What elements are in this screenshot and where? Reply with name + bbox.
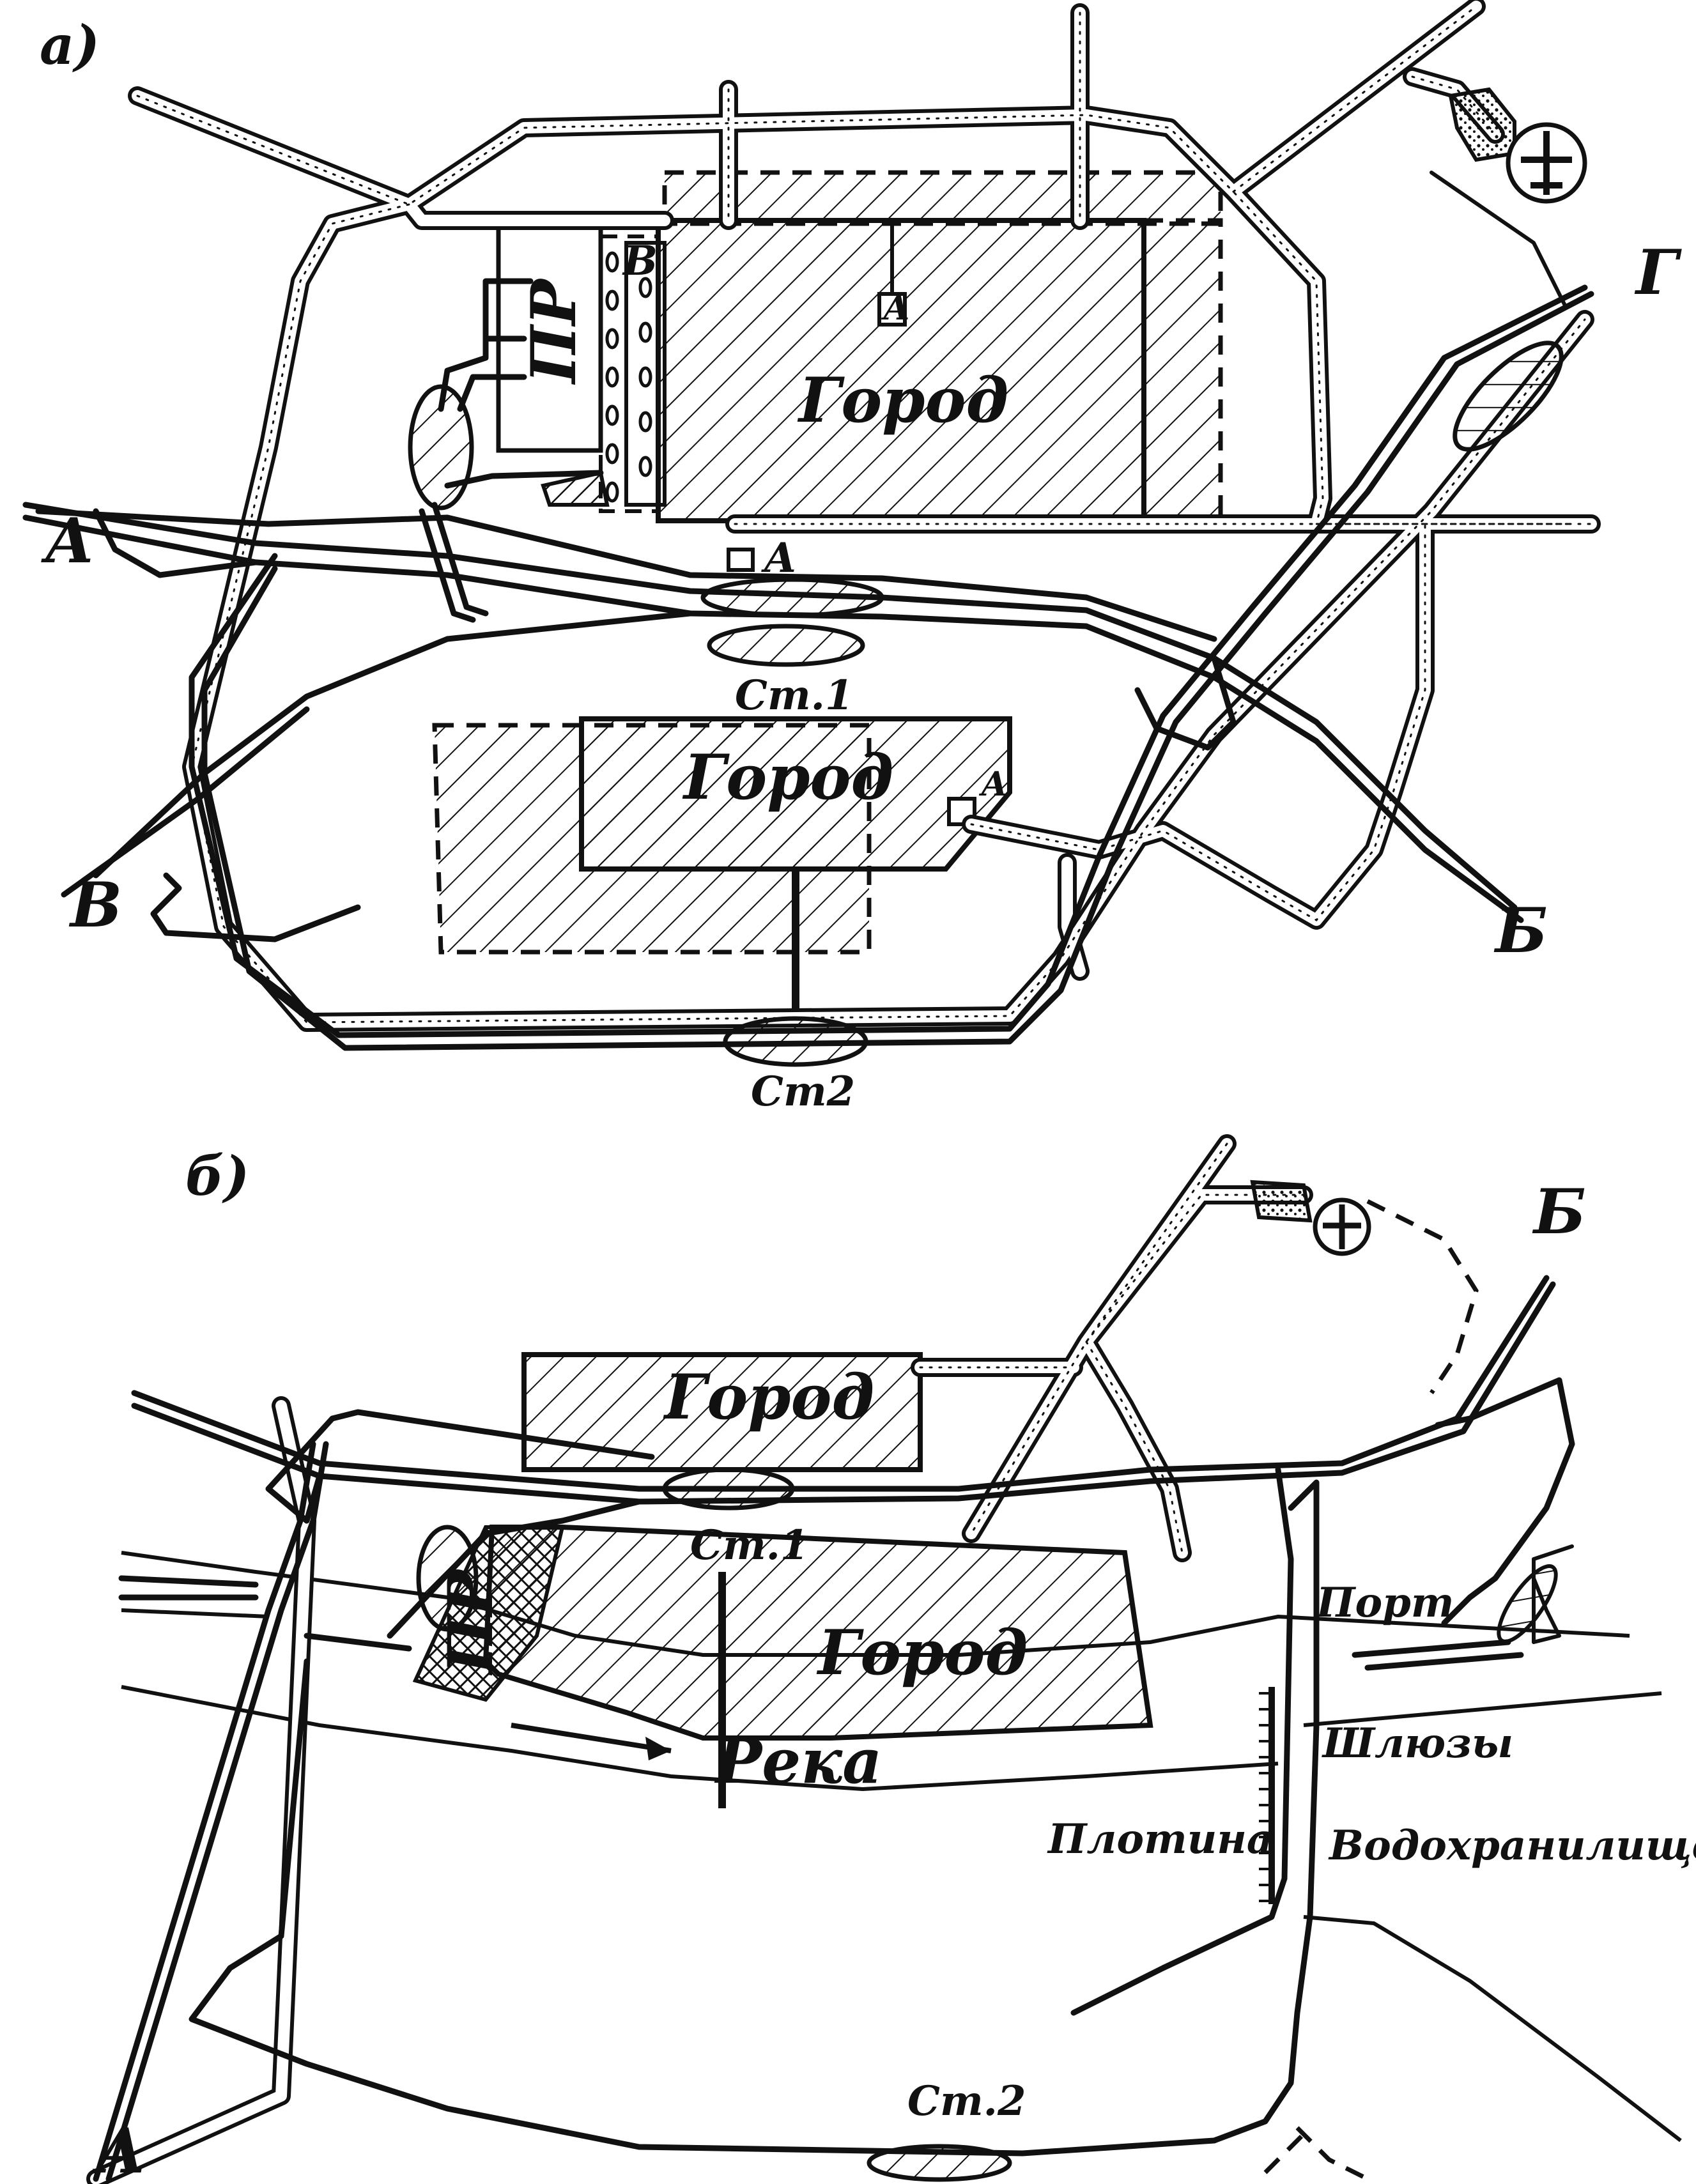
side-channel <box>121 1608 269 1619</box>
station-1-b-label: Ст.1 <box>690 1521 808 1569</box>
port-yard <box>1497 1564 1558 1643</box>
bus-station-south-label: А <box>978 765 1008 804</box>
station-1-yard-lower <box>707 624 865 667</box>
freight-yard-nw <box>408 384 474 511</box>
industrial-zone-label: ПР <box>518 277 590 385</box>
station-2-b-label: Ст.2 <box>907 2077 1026 2125</box>
panel-a-label: а) <box>40 13 100 77</box>
city-north-label: Город <box>797 364 1008 436</box>
road-network-a <box>128 0 1601 1032</box>
locks-label: Шлюзы <box>1322 1719 1513 1767</box>
planned-zone-east <box>1141 218 1223 523</box>
rail-network-a <box>22 284 1594 1051</box>
station-2-b-yard <box>867 2144 1012 2182</box>
city-north-b-label: Город <box>663 1361 874 1433</box>
airport-terminal <box>1448 87 1516 162</box>
depot-triangle <box>541 470 610 507</box>
line-g-label: Г <box>1634 236 1682 309</box>
station-2-label: Ст2 <box>751 1068 855 1116</box>
reservoir-north-shore <box>1303 1691 1662 1727</box>
port-label: Порт <box>1315 1579 1454 1627</box>
station-1-b-yard <box>662 1467 795 1511</box>
bus-station-rail <box>727 548 755 572</box>
line-a-label: А <box>41 505 95 577</box>
river-south-bank <box>121 1685 1279 1792</box>
station-1-yard-upper <box>700 577 884 618</box>
airport-terminal-b <box>1250 1180 1313 1223</box>
warehouse-label: В <box>622 237 658 285</box>
line-v-label: В <box>68 869 122 941</box>
river-flow-arrow <box>511 1723 672 1753</box>
panel-b-label: б) <box>185 1144 249 1208</box>
road-network-b <box>86 1134 1313 2184</box>
bus-station-north-label: А <box>881 289 910 328</box>
station-2-yard <box>723 1016 868 1067</box>
city-north-b <box>521 1352 923 1472</box>
planned-zone-north <box>662 170 1223 226</box>
line-b-label: Б <box>1493 895 1548 967</box>
reservoir-south-shore <box>1303 1915 1682 2142</box>
reservoir-label: Водохранилище <box>1328 1822 1696 1870</box>
warehouse-zone <box>599 235 660 513</box>
river-arrow-head <box>645 1737 671 1760</box>
industrial-zone-b <box>412 1525 565 1702</box>
panel-a: а) В ПР Город А Го <box>22 0 1682 1116</box>
airport-branch-b <box>1366 1199 1479 1394</box>
panel-b: б) Река Плотина Шлюзы Водохранилище Порт… <box>86 1134 1696 2184</box>
city-south-label: Город <box>682 741 893 813</box>
station-1-label: Ст.1 <box>735 672 853 719</box>
airport-icon-b <box>1313 1197 1371 1256</box>
warehouse-block <box>624 241 667 507</box>
airport-icon <box>1506 122 1587 204</box>
warehouse-ovals <box>605 251 652 503</box>
yard-ne <box>1453 341 1564 452</box>
bus-station-rail-label: А <box>761 534 797 582</box>
rail-network-b <box>93 1275 1575 2182</box>
industrial-sidings <box>438 278 534 412</box>
city-north <box>656 218 1146 523</box>
city-south-b-label: Город <box>816 1617 1028 1689</box>
line-b-b-label: Б <box>1532 1176 1586 1248</box>
line-a-b-label: А <box>92 2115 146 2184</box>
dam-label: Плотина <box>1047 1815 1273 1863</box>
locks-dam <box>1259 1687 1275 1904</box>
